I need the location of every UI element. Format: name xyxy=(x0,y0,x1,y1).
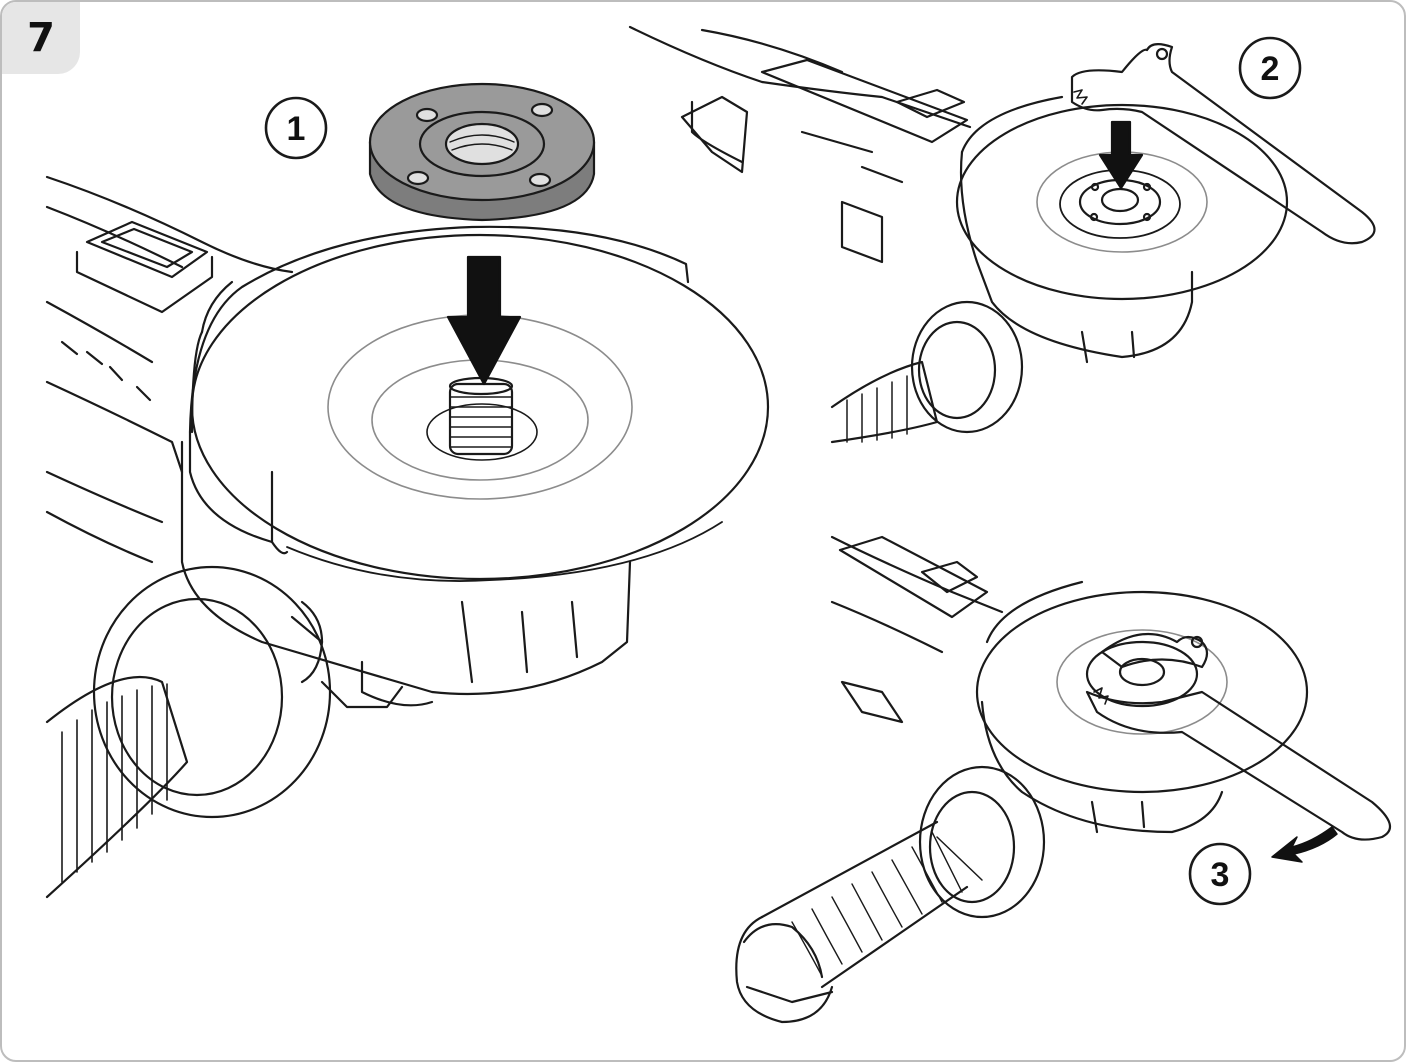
angle-grinder-icon xyxy=(830,535,1224,834)
step-badge-2: 2 xyxy=(1238,36,1302,100)
panel-step-2: 2 xyxy=(628,25,1376,444)
angle-grinder-icon xyxy=(628,25,1194,364)
angle-grinder-icon xyxy=(45,175,632,709)
side-handle xyxy=(830,300,1024,444)
side-handle xyxy=(735,765,1046,1024)
step-label-2: 2 xyxy=(1261,50,1280,88)
panel-step-3: 3 xyxy=(735,535,1392,1024)
step-badge-1: 1 xyxy=(264,96,328,160)
grinding-disc xyxy=(975,580,1309,794)
push-down-arrow-icon xyxy=(446,255,522,386)
wheel-guard xyxy=(188,225,690,555)
push-down-arrow-icon xyxy=(1098,120,1144,190)
step-label-3: 3 xyxy=(1211,856,1230,894)
side-handle xyxy=(45,565,332,899)
spanner-wrench-icon xyxy=(1085,632,1392,841)
flange-nut-icon xyxy=(368,82,596,222)
panel-step-1: 1 xyxy=(45,82,770,899)
grinding-disc xyxy=(955,95,1289,301)
step-label-1: 1 xyxy=(287,110,306,148)
threaded-spindle xyxy=(448,376,514,456)
spanner-wrench-icon xyxy=(1070,43,1376,245)
step-badge-3: 3 xyxy=(1188,842,1252,906)
figure-number: 7 xyxy=(2,2,80,74)
rotate-arrow-icon xyxy=(1271,826,1338,863)
